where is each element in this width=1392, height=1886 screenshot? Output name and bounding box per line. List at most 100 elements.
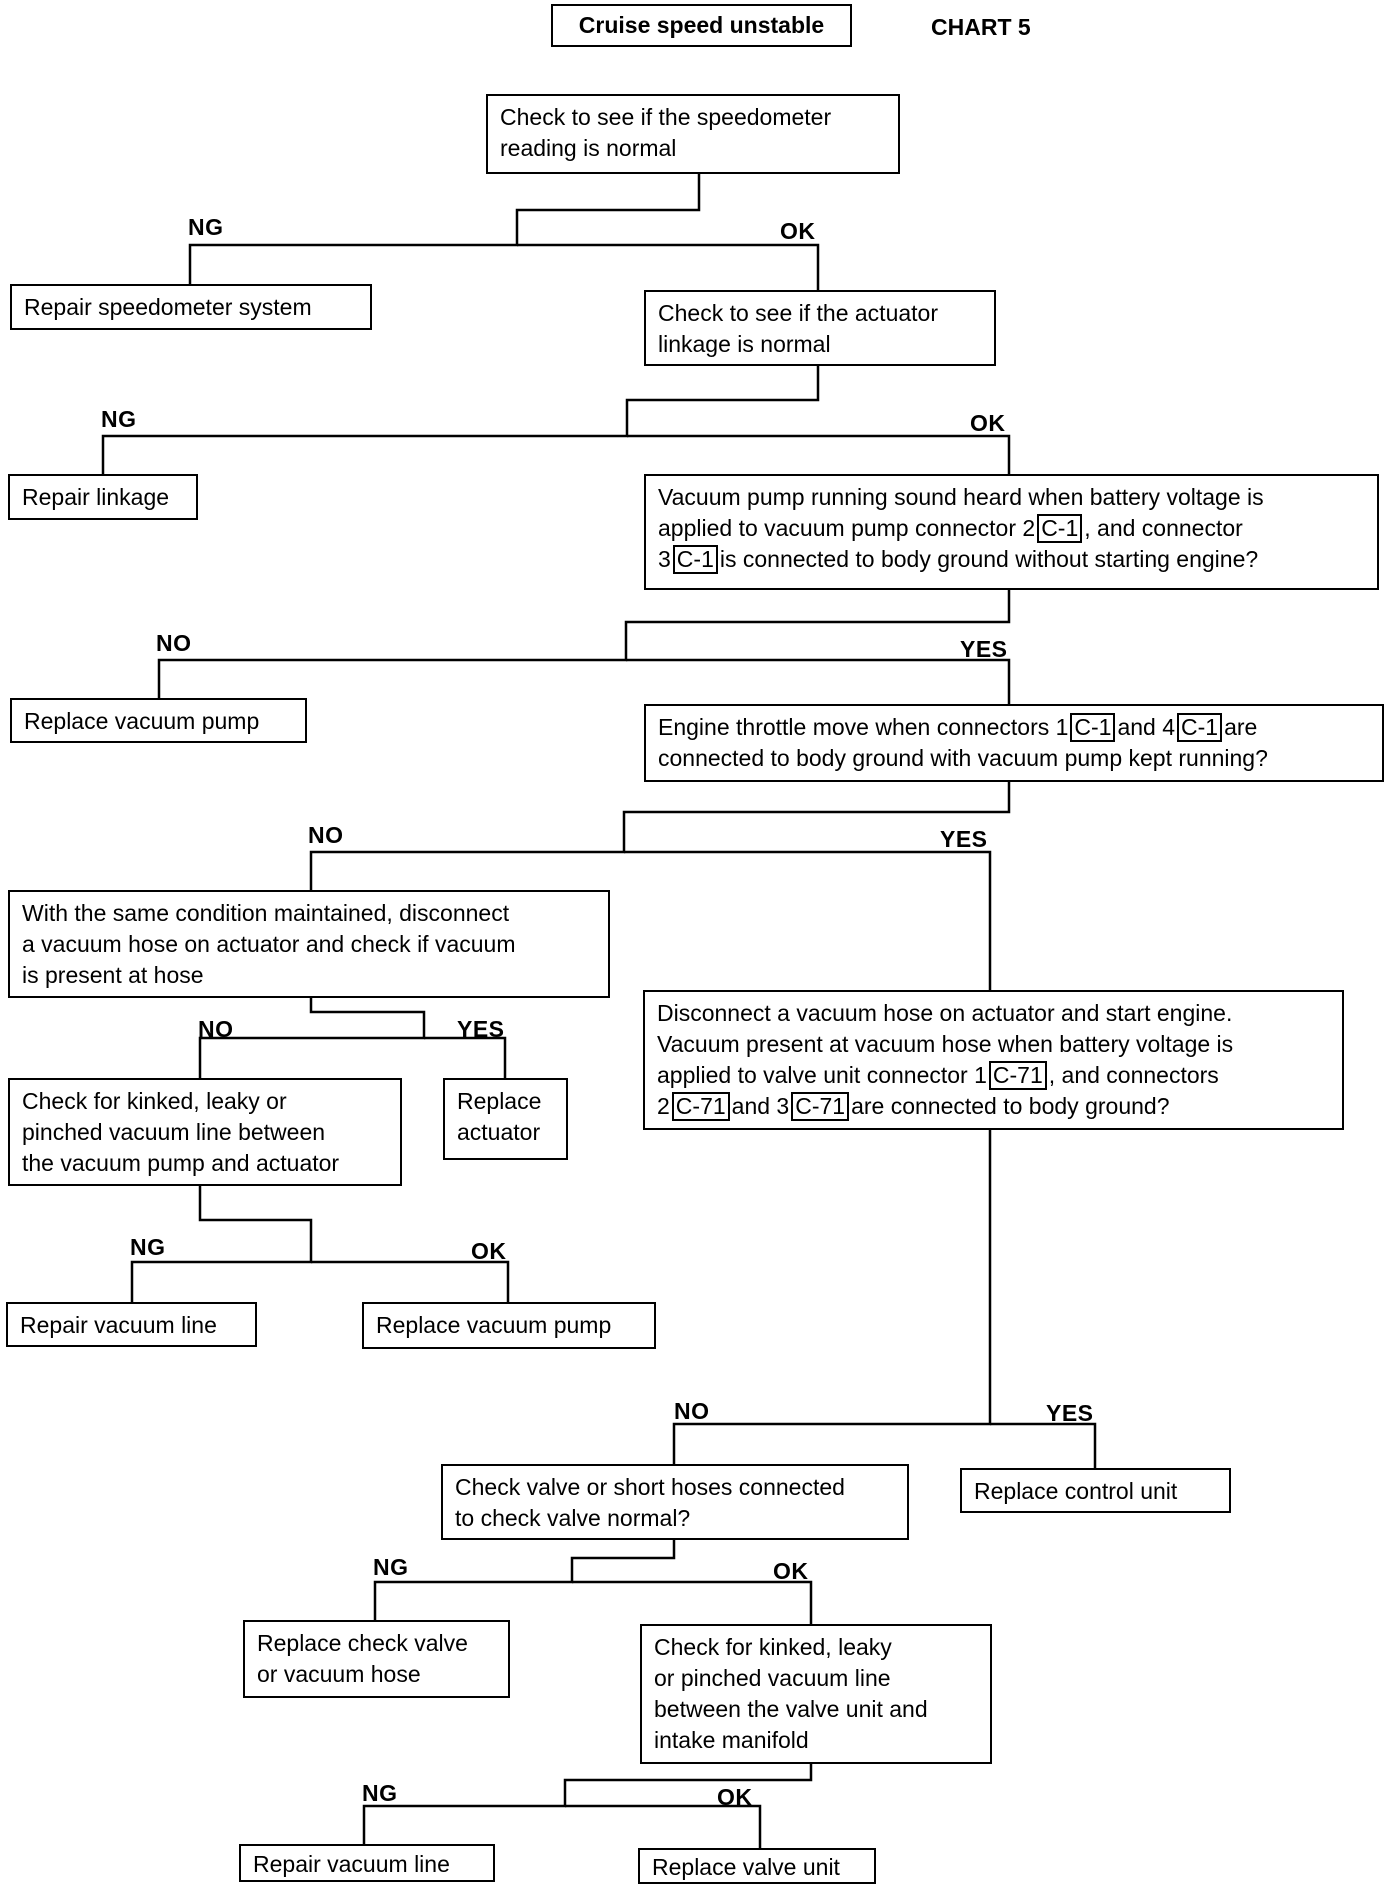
branch-n14-yes: [990, 1422, 1097, 1468]
node-text-line: or pinched vacuum line: [654, 1665, 891, 1691]
branch-n8-yes: [624, 850, 992, 990]
branch-label: NO: [308, 822, 344, 848]
node-replace-control-unit: Replace control unit: [960, 1468, 1231, 1513]
node-cruise-speed-unstable: Cruise speed unstable: [551, 4, 852, 47]
node-text-line: pinched vacuum line between: [22, 1119, 326, 1145]
branch-label: NO: [156, 630, 192, 656]
node-text: Replace vacuum pump: [376, 1312, 612, 1338]
node-text: is connected to body ground without star…: [719, 546, 1259, 572]
node-text-line: between the valve unit and: [654, 1696, 928, 1722]
branch-n18-ok: [565, 1804, 762, 1848]
branch-n2-ok: [517, 243, 820, 290]
branch-label: NG: [130, 1234, 166, 1260]
node-text: Replace vacuum pump: [24, 708, 260, 734]
branch-n15: [373, 1538, 676, 1620]
connector-ref: C-1: [1037, 514, 1083, 543]
connector-ref: C-1: [1070, 713, 1116, 742]
connector-ref: C-71: [988, 1061, 1047, 1090]
node-text: and 3: [731, 1093, 790, 1119]
branch-label: OK: [471, 1238, 507, 1264]
branch-n6: [157, 588, 1011, 698]
node-repair-speedometer-system: Repair speedometer system: [10, 284, 372, 330]
branch-label: NG: [373, 1554, 409, 1580]
branch-label: NG: [101, 406, 137, 432]
node-replace-vacuum-pump: Replace vacuum pump: [10, 698, 307, 743]
node-text-line: Vacuum present at vacuum hose when batte…: [657, 1031, 1234, 1057]
node-text-line: With the same condition maintained, disc…: [22, 900, 510, 926]
chart-label: CHART 5: [931, 14, 1031, 40]
node-text: Cruise speed unstable: [578, 12, 825, 38]
node-disconnect-hose-start-engine: Disconnect a vacuum hose on actuator and…: [643, 990, 1344, 1130]
branch-n8: [309, 780, 1011, 890]
node-text-line: Replace: [457, 1088, 542, 1114]
branch-n9: [198, 996, 426, 1078]
node-text-line: a vacuum hose on actuator and check if v…: [22, 931, 516, 957]
node-repair-linkage: Repair linkage: [8, 474, 198, 520]
branch-n14: [672, 1128, 992, 1464]
node-check-kinked-line-pump-actuator: Check for kinked, leaky or pinched vacuu…: [8, 1078, 402, 1186]
branch-n9-yes: [424, 1036, 507, 1078]
branch-label: YES: [1046, 1400, 1094, 1426]
node-text: Repair vacuum line: [253, 1851, 450, 1877]
branch-label: NG: [362, 1780, 398, 1806]
node-vacuum-pump-sound: Vacuum pump running sound heard when bat…: [644, 474, 1379, 590]
node-text: Engine throttle move when connectors 1: [658, 714, 1069, 740]
node-text: 3: [658, 546, 671, 572]
branch-n18: [362, 1762, 813, 1844]
connector-ref: C-71: [671, 1092, 730, 1121]
node-text-line: or vacuum hose: [257, 1661, 421, 1687]
branch-label: NG: [188, 214, 224, 240]
connector-ref: C-1: [672, 545, 718, 574]
node-text: are connected to body ground?: [851, 1093, 1170, 1119]
node-replace-valve-unit: Replace valve unit: [638, 1848, 876, 1884]
branch-n15-ok: [572, 1580, 813, 1624]
node-text-line: to check valve normal?: [455, 1505, 691, 1531]
node-text: applied to valve unit connector 1: [657, 1062, 987, 1088]
branch-label: NO: [674, 1398, 710, 1424]
branch-label: NO: [198, 1016, 234, 1042]
node-check-actuator-linkage: Check to see if the actuator linkage is …: [644, 290, 996, 366]
branch-n10-ok: [311, 1260, 510, 1302]
node-text-line: actuator: [457, 1119, 541, 1145]
branch-label: OK: [780, 218, 816, 244]
branch-label: YES: [940, 826, 988, 852]
node-text-line: Vacuum pump running sound heard when bat…: [658, 484, 1264, 510]
node-same-condition-check-vacuum: With the same condition maintained, disc…: [8, 890, 610, 998]
node-repair-vacuum-line: Repair vacuum line: [6, 1302, 257, 1347]
branch-n10: [130, 1184, 313, 1302]
node-text: applied to vacuum pump connector 2: [658, 515, 1036, 541]
node-text: are: [1224, 714, 1258, 740]
node-text-line: Check for kinked, leaky: [654, 1634, 892, 1660]
node-replace-actuator: Replace actuator: [443, 1078, 568, 1160]
node-repair-vacuum-line-2: Repair vacuum line: [239, 1844, 495, 1882]
node-text-line: Check to see if the actuator: [658, 300, 938, 326]
branch-label: OK: [970, 410, 1006, 436]
node-text: 2: [657, 1093, 670, 1119]
node-replace-vacuum-pump-2: Replace vacuum pump: [362, 1302, 656, 1349]
node-text: and 4: [1117, 714, 1176, 740]
branch-n4: [101, 364, 820, 474]
node-text-line: connected to body ground with vacuum pum…: [658, 745, 1268, 771]
node-text: Repair vacuum line: [20, 1312, 217, 1338]
node-check-valve-hoses: Check valve or short hoses connected to …: [441, 1464, 909, 1540]
node-text-line: Check for kinked, leaky or: [22, 1088, 287, 1114]
node-text: , and connectors: [1048, 1062, 1219, 1088]
node-text: Repair linkage: [22, 484, 170, 510]
branch-label: YES: [960, 636, 1008, 662]
node-text-line: Check to see if the speedometer: [500, 104, 832, 130]
branch-n6-ok: [626, 658, 1011, 704]
node-text-line: Replace check valve: [257, 1630, 468, 1656]
node-text-line: intake manifold: [654, 1727, 809, 1753]
branch-label: YES: [457, 1016, 505, 1042]
connector-ref: C-71: [791, 1092, 850, 1121]
branch-label: OK: [717, 1784, 753, 1810]
branch-n2: [188, 172, 701, 284]
node-text-line: linkage is normal: [658, 331, 831, 357]
node-text: Replace control unit: [974, 1478, 1178, 1504]
node-check-speedometer: Check to see if the speedometer reading …: [486, 94, 900, 174]
